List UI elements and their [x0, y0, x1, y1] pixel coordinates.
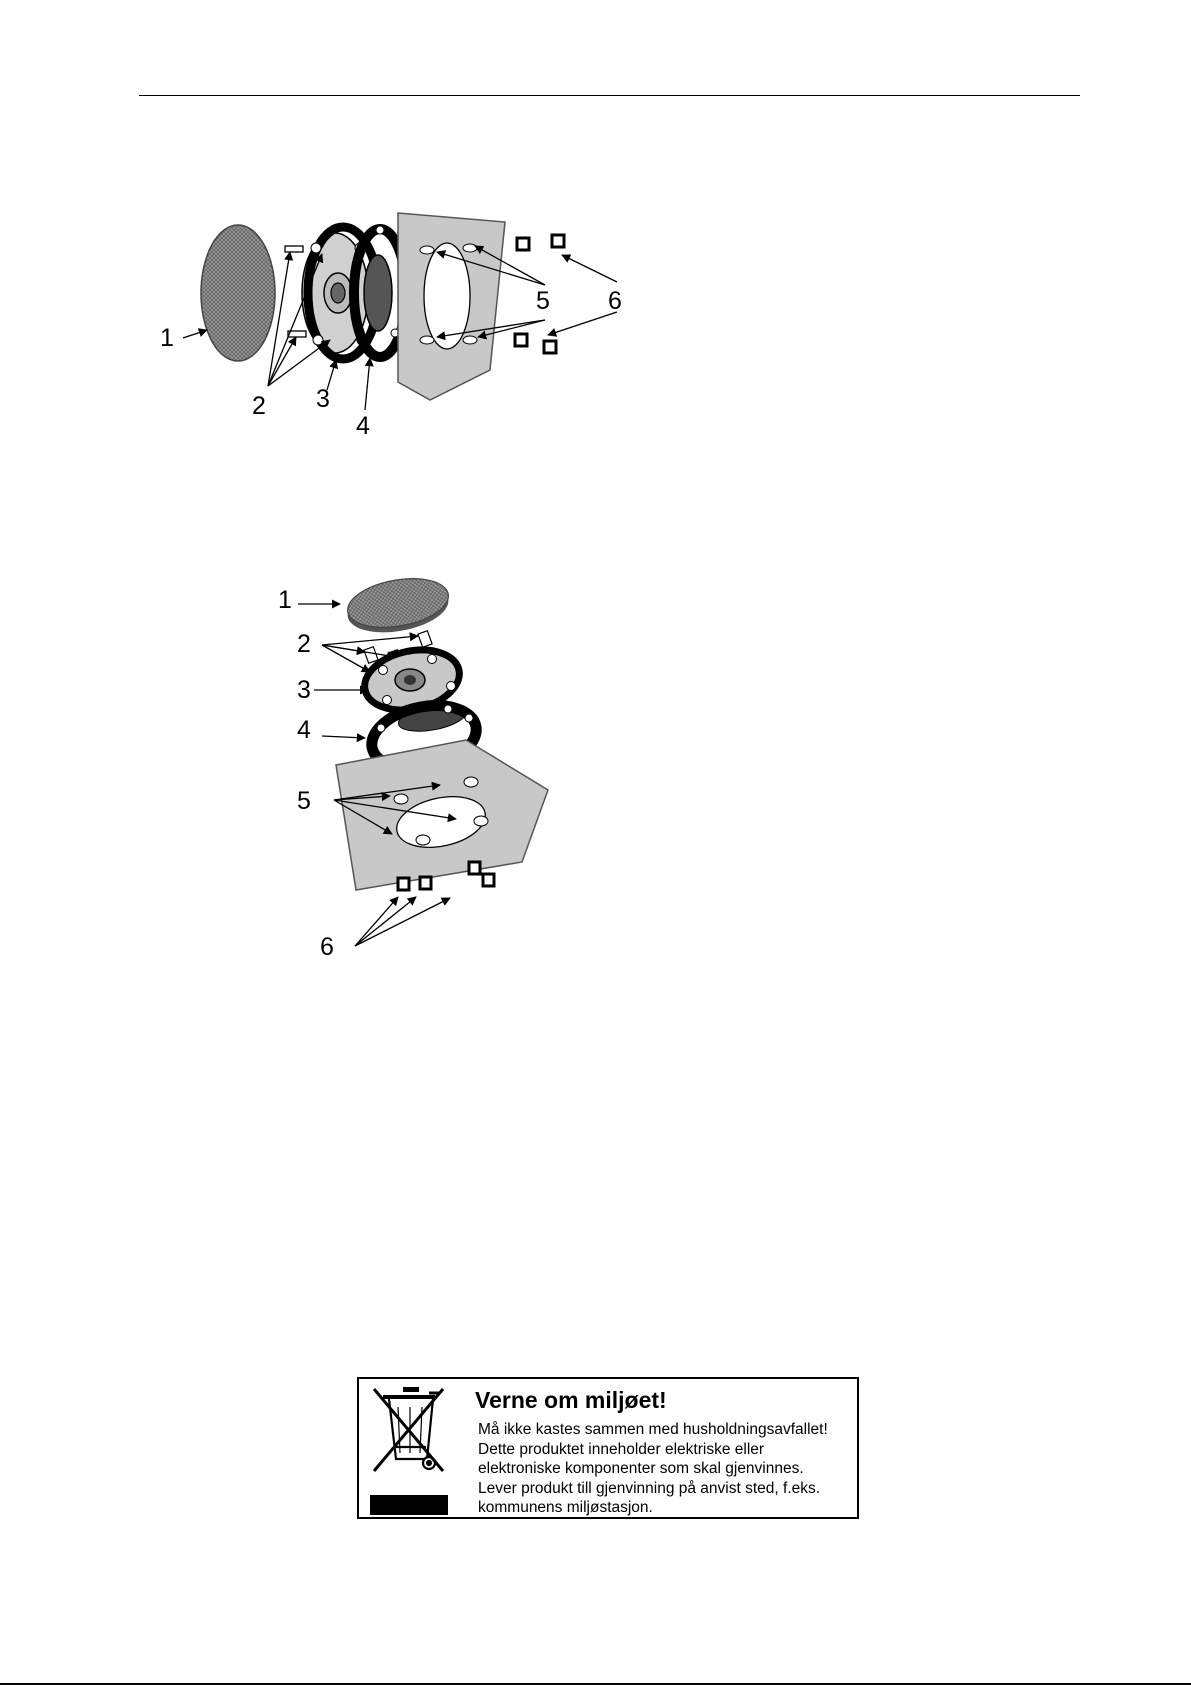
callout-1-label: 1	[160, 324, 174, 352]
notice-line: Lever produkt till gjenvinning på anvist…	[478, 1479, 828, 1499]
callout-1-label: 1	[278, 586, 292, 614]
speaker-exploded-top-view: 1 2 3 4 5 6	[0, 570, 680, 970]
notice-line: Må ikke kastes sammen med husholdningsav…	[478, 1420, 828, 1440]
grille-shape	[201, 225, 275, 361]
callout-2-label: 2	[252, 392, 266, 420]
notice-line: elektroniske komponenter som skal gjenvi…	[478, 1459, 828, 1479]
notice-title: Verne om miljøet!	[475, 1387, 667, 1414]
callout-3-label: 3	[297, 676, 311, 704]
crossed-out-wheelie-bin-icon	[369, 1383, 449, 1515]
mounting-panel-shape	[336, 740, 548, 890]
speaker-shape	[302, 227, 392, 359]
callout-2-label: 2	[297, 630, 311, 658]
speaker-exploded-side-view: 1 2 3 4 5 6	[0, 200, 680, 450]
notice-text: Må ikke kastes sammen med husholdningsav…	[478, 1420, 828, 1518]
grille-shape	[344, 571, 452, 639]
header-rule	[139, 95, 1080, 96]
callout-6-label: 6	[320, 933, 334, 961]
mounting-panel-shape	[398, 213, 505, 400]
callout-5-label: 5	[536, 287, 550, 315]
callout-6-label: 6	[608, 287, 622, 315]
callout-5-label: 5	[297, 787, 311, 815]
notice-line: kommunens miljøstasjon.	[478, 1498, 828, 1518]
notice-line: Dette produktet inneholder elektriske el…	[478, 1440, 828, 1460]
callout-4-label: 4	[356, 412, 370, 440]
callout-4-label: 4	[297, 716, 311, 744]
recycling-notice: Verne om miljøet! Må ikke kastes sammen …	[357, 1377, 859, 1519]
callout-3-label: 3	[316, 385, 330, 413]
